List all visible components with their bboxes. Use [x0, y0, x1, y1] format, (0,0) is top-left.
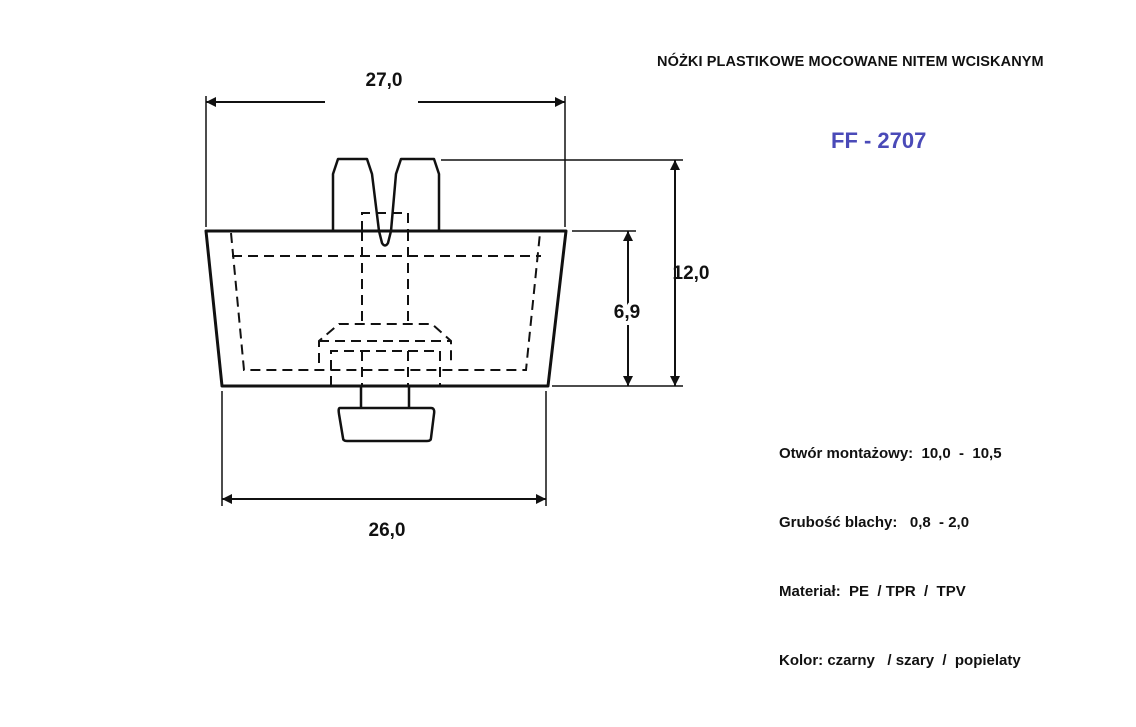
dimension-lines: [206, 97, 680, 504]
extension-lines: [205, 96, 683, 506]
spec-list: Otwór montażowy: 10,0 - 10,5 Grubość bla…: [779, 396, 1021, 695]
rivet-stem: [359, 386, 411, 408]
dim-label-body-height: 6,9: [614, 302, 640, 323]
spec-sheet-thickness: Grubość blachy: 0,8 - 2,0: [779, 514, 970, 531]
rivet-slot: [377, 230, 393, 247]
spec-material: Materiał: PE / TPR / TPV: [779, 583, 966, 600]
spec-mounting-hole: Otwór montażowy: 10,0 - 10,5: [779, 445, 1002, 462]
product-code: FF - 2707: [831, 128, 927, 153]
page-title: NÓŻKI PLASTIKOWE MOCOWANE NITEM WCISKANY…: [657, 54, 1044, 70]
dim-label-top-width: 27,0: [366, 70, 403, 91]
rivet-prong-right: [389, 157, 441, 232]
foot-body-outline: [204, 229, 568, 388]
spec-color: Kolor: czarny / szary / popielaty: [779, 652, 1021, 669]
rivet-prong-left: [331, 157, 381, 232]
dim-label-total-height: 12,0: [673, 263, 710, 284]
hidden-lines: [230, 212, 541, 386]
rivet-head: [337, 406, 436, 443]
dim-label-bottom-width: 26,0: [369, 520, 406, 541]
